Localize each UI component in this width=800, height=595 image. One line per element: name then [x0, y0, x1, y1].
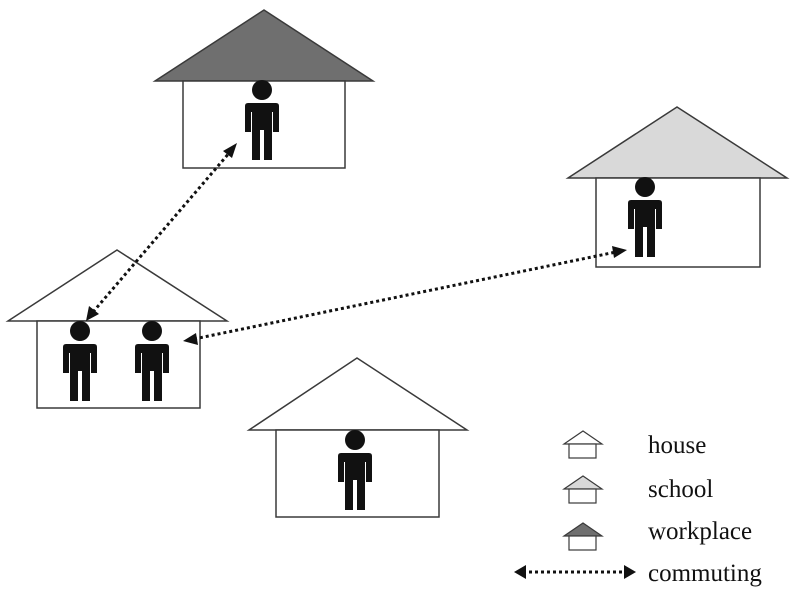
neighbor-house-building [246, 357, 470, 518]
workplace-building [152, 9, 376, 169]
neighbor-house-roof [246, 357, 470, 431]
arrowhead-icon [86, 306, 99, 321]
legend-workplace-label: workplace [648, 518, 752, 545]
legend-school-label: school [648, 476, 713, 503]
legend-house-label: house [648, 432, 706, 459]
legend-commuting-label: commuting [648, 560, 762, 587]
school-roof [565, 106, 790, 179]
arrowhead-icon [223, 143, 237, 158]
legend: house school workplace commuting [514, 430, 762, 587]
home-building [5, 249, 230, 409]
school-building [565, 106, 790, 268]
legend-commuting-icon [514, 565, 636, 579]
commute-home-school [183, 246, 627, 345]
legend-workplace-icon [562, 522, 604, 551]
workplace-roof [152, 9, 376, 82]
arrowhead-icon [183, 333, 198, 345]
commute-home-workplace [86, 143, 237, 321]
legend-school-icon [562, 475, 604, 504]
home-walls [36, 320, 201, 409]
arrowhead-icon [612, 246, 627, 258]
legend-house-icon [562, 430, 604, 459]
